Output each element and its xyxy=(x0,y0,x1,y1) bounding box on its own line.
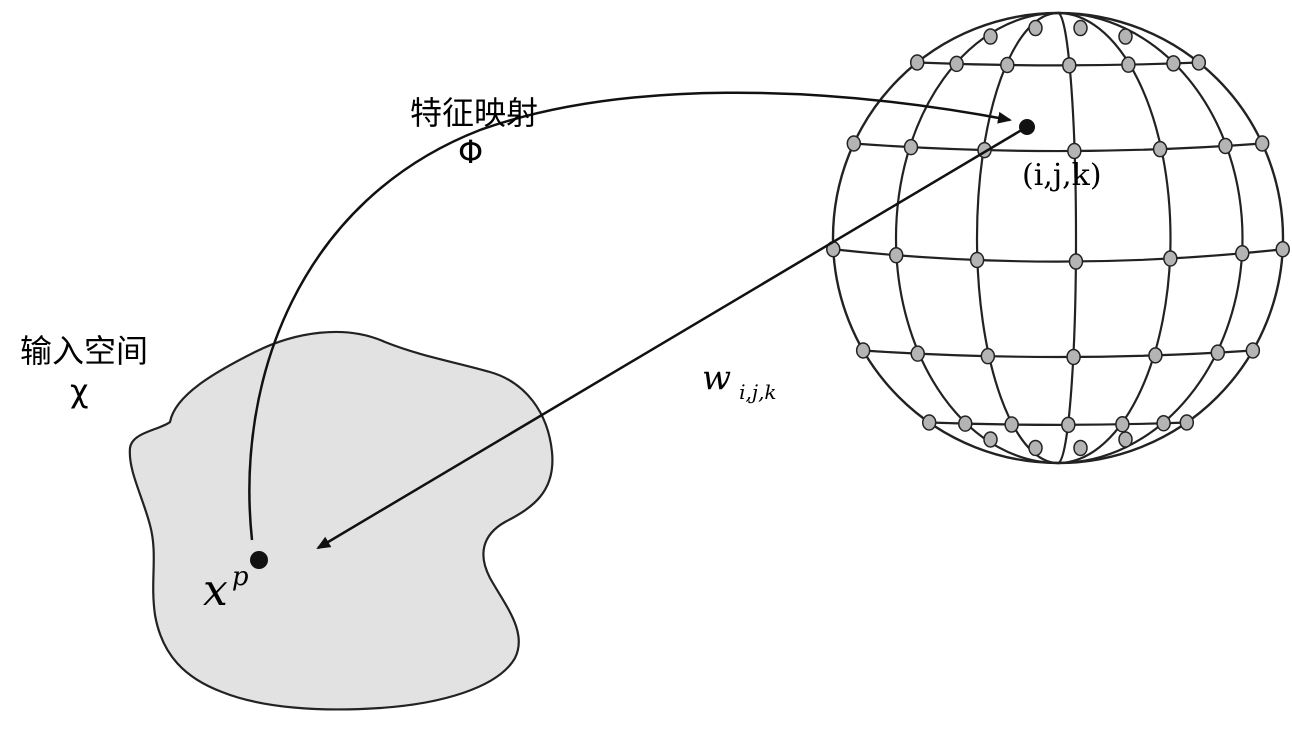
winning-node-dot xyxy=(1019,119,1035,135)
lattice-node xyxy=(1073,19,1088,37)
chi-symbol: χ xyxy=(70,372,89,410)
lattice-node xyxy=(969,251,985,269)
lattice-node xyxy=(846,135,862,152)
lattice-node xyxy=(855,342,871,359)
lattice-node xyxy=(1067,142,1082,160)
lattice-node xyxy=(983,28,998,45)
lattice-node xyxy=(1028,19,1043,37)
feature-map-label: 特征映射 xyxy=(410,94,539,132)
meridian-line xyxy=(894,11,1059,465)
lattice-node xyxy=(1115,416,1130,433)
lattice-node xyxy=(1121,56,1136,73)
lattice-node xyxy=(958,415,973,432)
lattice-node xyxy=(1061,416,1076,434)
input-space-label: 输入空间 xyxy=(20,332,149,370)
lattice-node xyxy=(1235,245,1250,262)
weight-subscript: i,j,k xyxy=(739,380,777,404)
lattice-node xyxy=(1152,140,1168,158)
lattice-node xyxy=(1156,415,1171,432)
lattice-node xyxy=(1148,347,1163,364)
meridian-line xyxy=(1057,11,1078,465)
lattice-node xyxy=(1004,416,1019,433)
weight-vector-label: w i,j,k xyxy=(702,358,777,404)
meridian-line xyxy=(1057,11,1172,465)
weight-base: w xyxy=(702,358,732,398)
sphere-outline xyxy=(831,11,1285,465)
sample-base: x xyxy=(203,565,228,616)
lattice-node xyxy=(1245,342,1261,359)
lattice-node xyxy=(888,246,904,264)
lattice-node xyxy=(1062,57,1077,74)
lattice-node xyxy=(949,55,964,73)
lattice-node xyxy=(903,138,919,156)
input-space-region xyxy=(128,330,554,711)
lattice-node xyxy=(1118,431,1133,448)
lattice-node xyxy=(910,345,925,362)
lattice-node xyxy=(1000,56,1015,74)
lattice-node xyxy=(1066,348,1081,366)
meridian-line xyxy=(975,11,1059,465)
sample-point-dot xyxy=(250,551,268,569)
lattice-node xyxy=(1254,135,1270,152)
node-index-label: (i,j,k) xyxy=(1022,158,1102,193)
lattice-node xyxy=(921,414,937,431)
lattice-node xyxy=(1073,439,1088,457)
lattice-node xyxy=(1118,28,1133,45)
lattice-node xyxy=(1191,54,1207,71)
lattice-node xyxy=(909,54,925,71)
lattice-node xyxy=(1210,344,1226,361)
lattice-node xyxy=(1179,414,1195,431)
som-lattice-sphere xyxy=(826,11,1290,465)
weight-vector-arrow xyxy=(316,126,1026,550)
lattice-node xyxy=(1163,250,1178,267)
phi-symbol: Φ xyxy=(458,133,484,171)
lattice-node xyxy=(980,347,996,365)
lattice-node xyxy=(1028,439,1043,457)
meridian-line xyxy=(1057,11,1244,465)
lattice-node xyxy=(983,431,998,448)
feature-map-arrow xyxy=(248,91,1012,541)
lattice-node xyxy=(1166,55,1181,72)
lattice-node xyxy=(1275,241,1290,258)
sample-superscript: p xyxy=(231,562,249,592)
lattice-node xyxy=(1218,137,1233,155)
lattice-node xyxy=(1068,253,1084,270)
